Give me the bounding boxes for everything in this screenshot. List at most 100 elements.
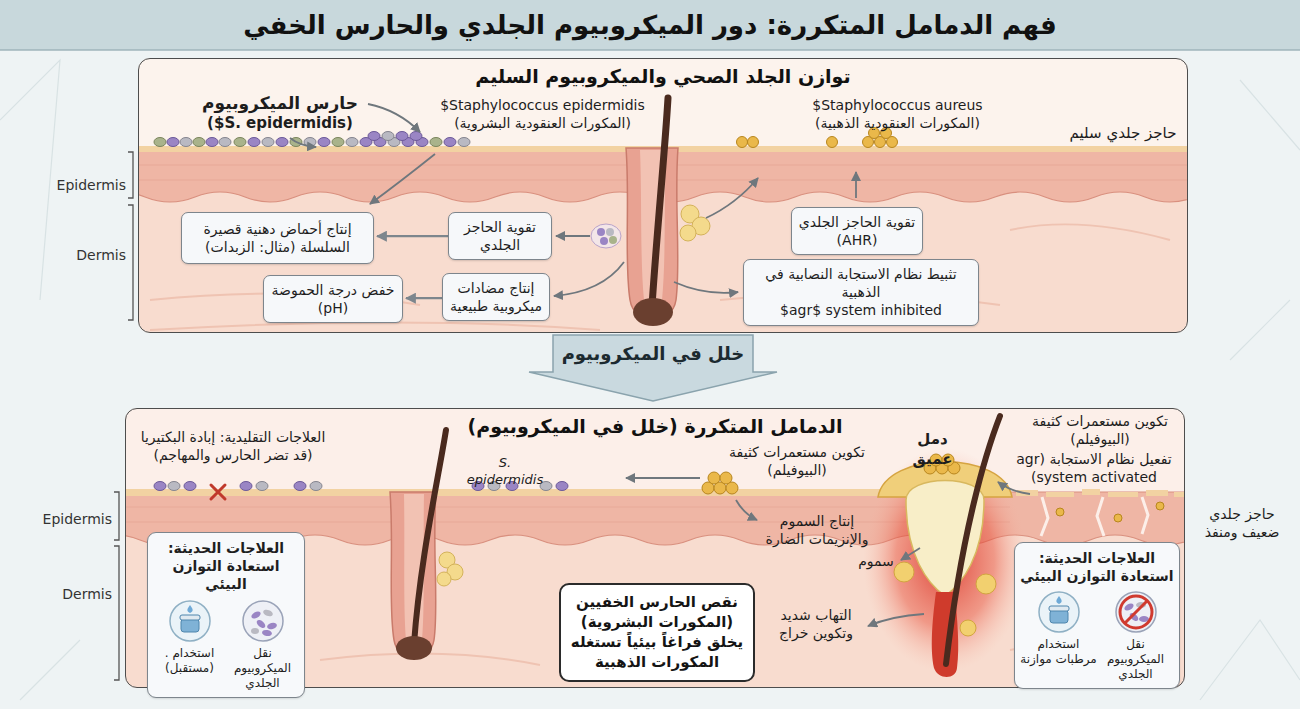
bacterium xyxy=(396,132,408,141)
icon-row: نقل الميكروبيوم الجلدياستخدام مرطبات موا… xyxy=(1020,590,1174,682)
bacterium xyxy=(206,138,218,147)
bacterium xyxy=(458,138,470,147)
hair-bulb xyxy=(633,298,673,326)
box-text: إنتاج أحماض دهنية قصيرة السلسلة (مثال: ا… xyxy=(188,220,367,256)
bacterium xyxy=(382,132,394,141)
annotation-label: تكوين مستعمرات كثيفة (البيوفيلم) xyxy=(722,443,872,479)
icon-column: استخدام مرطبات موازنة xyxy=(1020,590,1097,682)
invading-bacterium xyxy=(1156,502,1164,510)
annotation-label: S. epidermidis xyxy=(465,455,545,489)
leader-arrow xyxy=(370,154,435,204)
annotation-label: حارس الميكروبيوم xyxy=(195,92,365,114)
annotation-label: $Staphylococcus epidermidis (المكورات ال… xyxy=(425,96,660,132)
box-heading: العلاجات الحديثة: استعادة التوازن البيئي xyxy=(153,539,299,594)
arrow-outline xyxy=(529,335,777,401)
title-bar xyxy=(0,0,1300,50)
effect-box: خفض درجة الحموضة (pH) xyxy=(263,275,403,323)
barrier-crack xyxy=(1041,497,1148,536)
diagram-title: فهم الدمامل المتكررة: دور الميكروبيوم ال… xyxy=(243,10,1056,40)
bacterium xyxy=(737,137,748,148)
leader-arrow xyxy=(554,262,624,296)
bacterium xyxy=(597,228,605,236)
bacterium xyxy=(332,138,344,147)
no-transfer-icon xyxy=(1114,590,1158,634)
effect-box: إنتاج أحماض دهنية قصيرة السلسلة (مثال: ا… xyxy=(181,212,374,264)
bacterium xyxy=(827,137,838,148)
annotation-label: حاجز جلدي سليم xyxy=(1062,124,1184,144)
bacterium xyxy=(262,138,274,147)
leader-arrow xyxy=(998,482,1030,494)
annotation-label: $Staphylococcus aureus (المكورات العنقود… xyxy=(790,96,1005,132)
barrier-fragment xyxy=(1082,489,1100,495)
leader-arrow xyxy=(368,104,420,132)
leader-arrow xyxy=(855,172,857,198)
barrier-fragment xyxy=(1108,492,1138,497)
sebaceous-gland xyxy=(680,225,696,241)
bacterium xyxy=(318,138,330,147)
box-heading: العلاجات الحديثة: استعادة التوازن البيئي xyxy=(1020,549,1174,585)
leader-arrow xyxy=(626,477,700,479)
cross-mark xyxy=(211,485,225,499)
effect-box: تقوية الحاجز الجلدي (AHR) xyxy=(791,207,923,255)
bacterium xyxy=(310,482,322,491)
title-area: فهم الدمامل المتكررة: دور الميكروبيوم ال… xyxy=(0,0,1300,50)
box-text: تقوية الحاجز الجلدي xyxy=(455,218,545,254)
box-text: تثبيط نظام الاستجابة النصابية في الذهبية xyxy=(750,265,972,301)
invading-bacterium xyxy=(1114,514,1122,522)
hair-shaft xyxy=(414,430,446,644)
guardian-bacteria xyxy=(154,132,470,147)
bacterium xyxy=(930,454,942,466)
barrier-fragment xyxy=(1174,492,1184,497)
bacterium xyxy=(240,482,252,491)
barrier-fragment xyxy=(1046,492,1074,497)
effect-box: تثبيط نظام الاستجابة النصابية في الذهبية… xyxy=(743,259,979,326)
follicle-colony xyxy=(591,224,621,248)
bacterium xyxy=(256,482,268,491)
treatment-box: العلاجات الحديثة: استعادة التوازن البيئي… xyxy=(147,532,305,698)
bacterium xyxy=(193,138,205,147)
icon-caption: نقل الميكروبيوم الجلدي xyxy=(1097,637,1174,682)
pus-lobe xyxy=(976,574,996,594)
annotation-label: ($S. epidermidis) xyxy=(195,114,365,134)
bacterium xyxy=(168,482,180,491)
box-text: نقص الحارس الخفيين (المكورات البشروية) ي… xyxy=(569,592,745,673)
annotation-label: تكوين مستعمرات كثيفة (البيوفيلم) xyxy=(1020,412,1180,448)
icon xyxy=(1037,590,1081,634)
annotation-label: Dermis xyxy=(24,585,112,603)
bacterium xyxy=(294,482,306,491)
bacterium xyxy=(488,482,500,491)
panel: توازن الجلد الصحي والميكروبيوم السليمتقو… xyxy=(138,58,1188,333)
annotation-label: العلاجات التقليدية: إبادة البكتيريا (قد … xyxy=(132,428,334,464)
bacterium xyxy=(346,138,358,147)
leader-arrow xyxy=(290,138,316,147)
biofilm xyxy=(702,454,960,494)
box-text: تقوية الحاجز الجلدي (AHR) xyxy=(798,213,916,249)
hair-bulb xyxy=(396,636,432,660)
bacterium xyxy=(506,482,518,491)
icon-column: نقل الميكروبيوم الجلدي xyxy=(226,599,299,691)
bacterium xyxy=(248,138,260,147)
bacterium xyxy=(444,138,456,147)
bacterium xyxy=(540,482,552,491)
annotation-label: Epidermis xyxy=(38,176,126,194)
annotation-label: دمل عميق xyxy=(895,430,970,469)
icon xyxy=(241,599,285,643)
sebaceous-gland xyxy=(437,572,451,586)
hair-shaft xyxy=(652,98,668,306)
annotation-label: Dermis xyxy=(38,246,126,264)
connector-arrow xyxy=(377,235,448,237)
transition-arrow: خلل في الميكروبيوم xyxy=(528,334,778,402)
leader-arrow xyxy=(706,178,758,218)
invading-bacterium xyxy=(1056,508,1064,516)
leader-arrow xyxy=(901,548,920,560)
bacterium xyxy=(881,128,892,139)
icon xyxy=(1114,590,1158,634)
bacterium xyxy=(430,138,442,147)
pus-lobe xyxy=(894,562,914,582)
bacterium xyxy=(869,128,880,139)
key-message-box: نقص الحارس الخفيين (المكورات البشروية) ي… xyxy=(559,583,755,682)
panel: الدمامل المتكررة (خلل في الميكروبيوم)الع… xyxy=(125,408,1185,688)
bacterium xyxy=(708,472,720,484)
